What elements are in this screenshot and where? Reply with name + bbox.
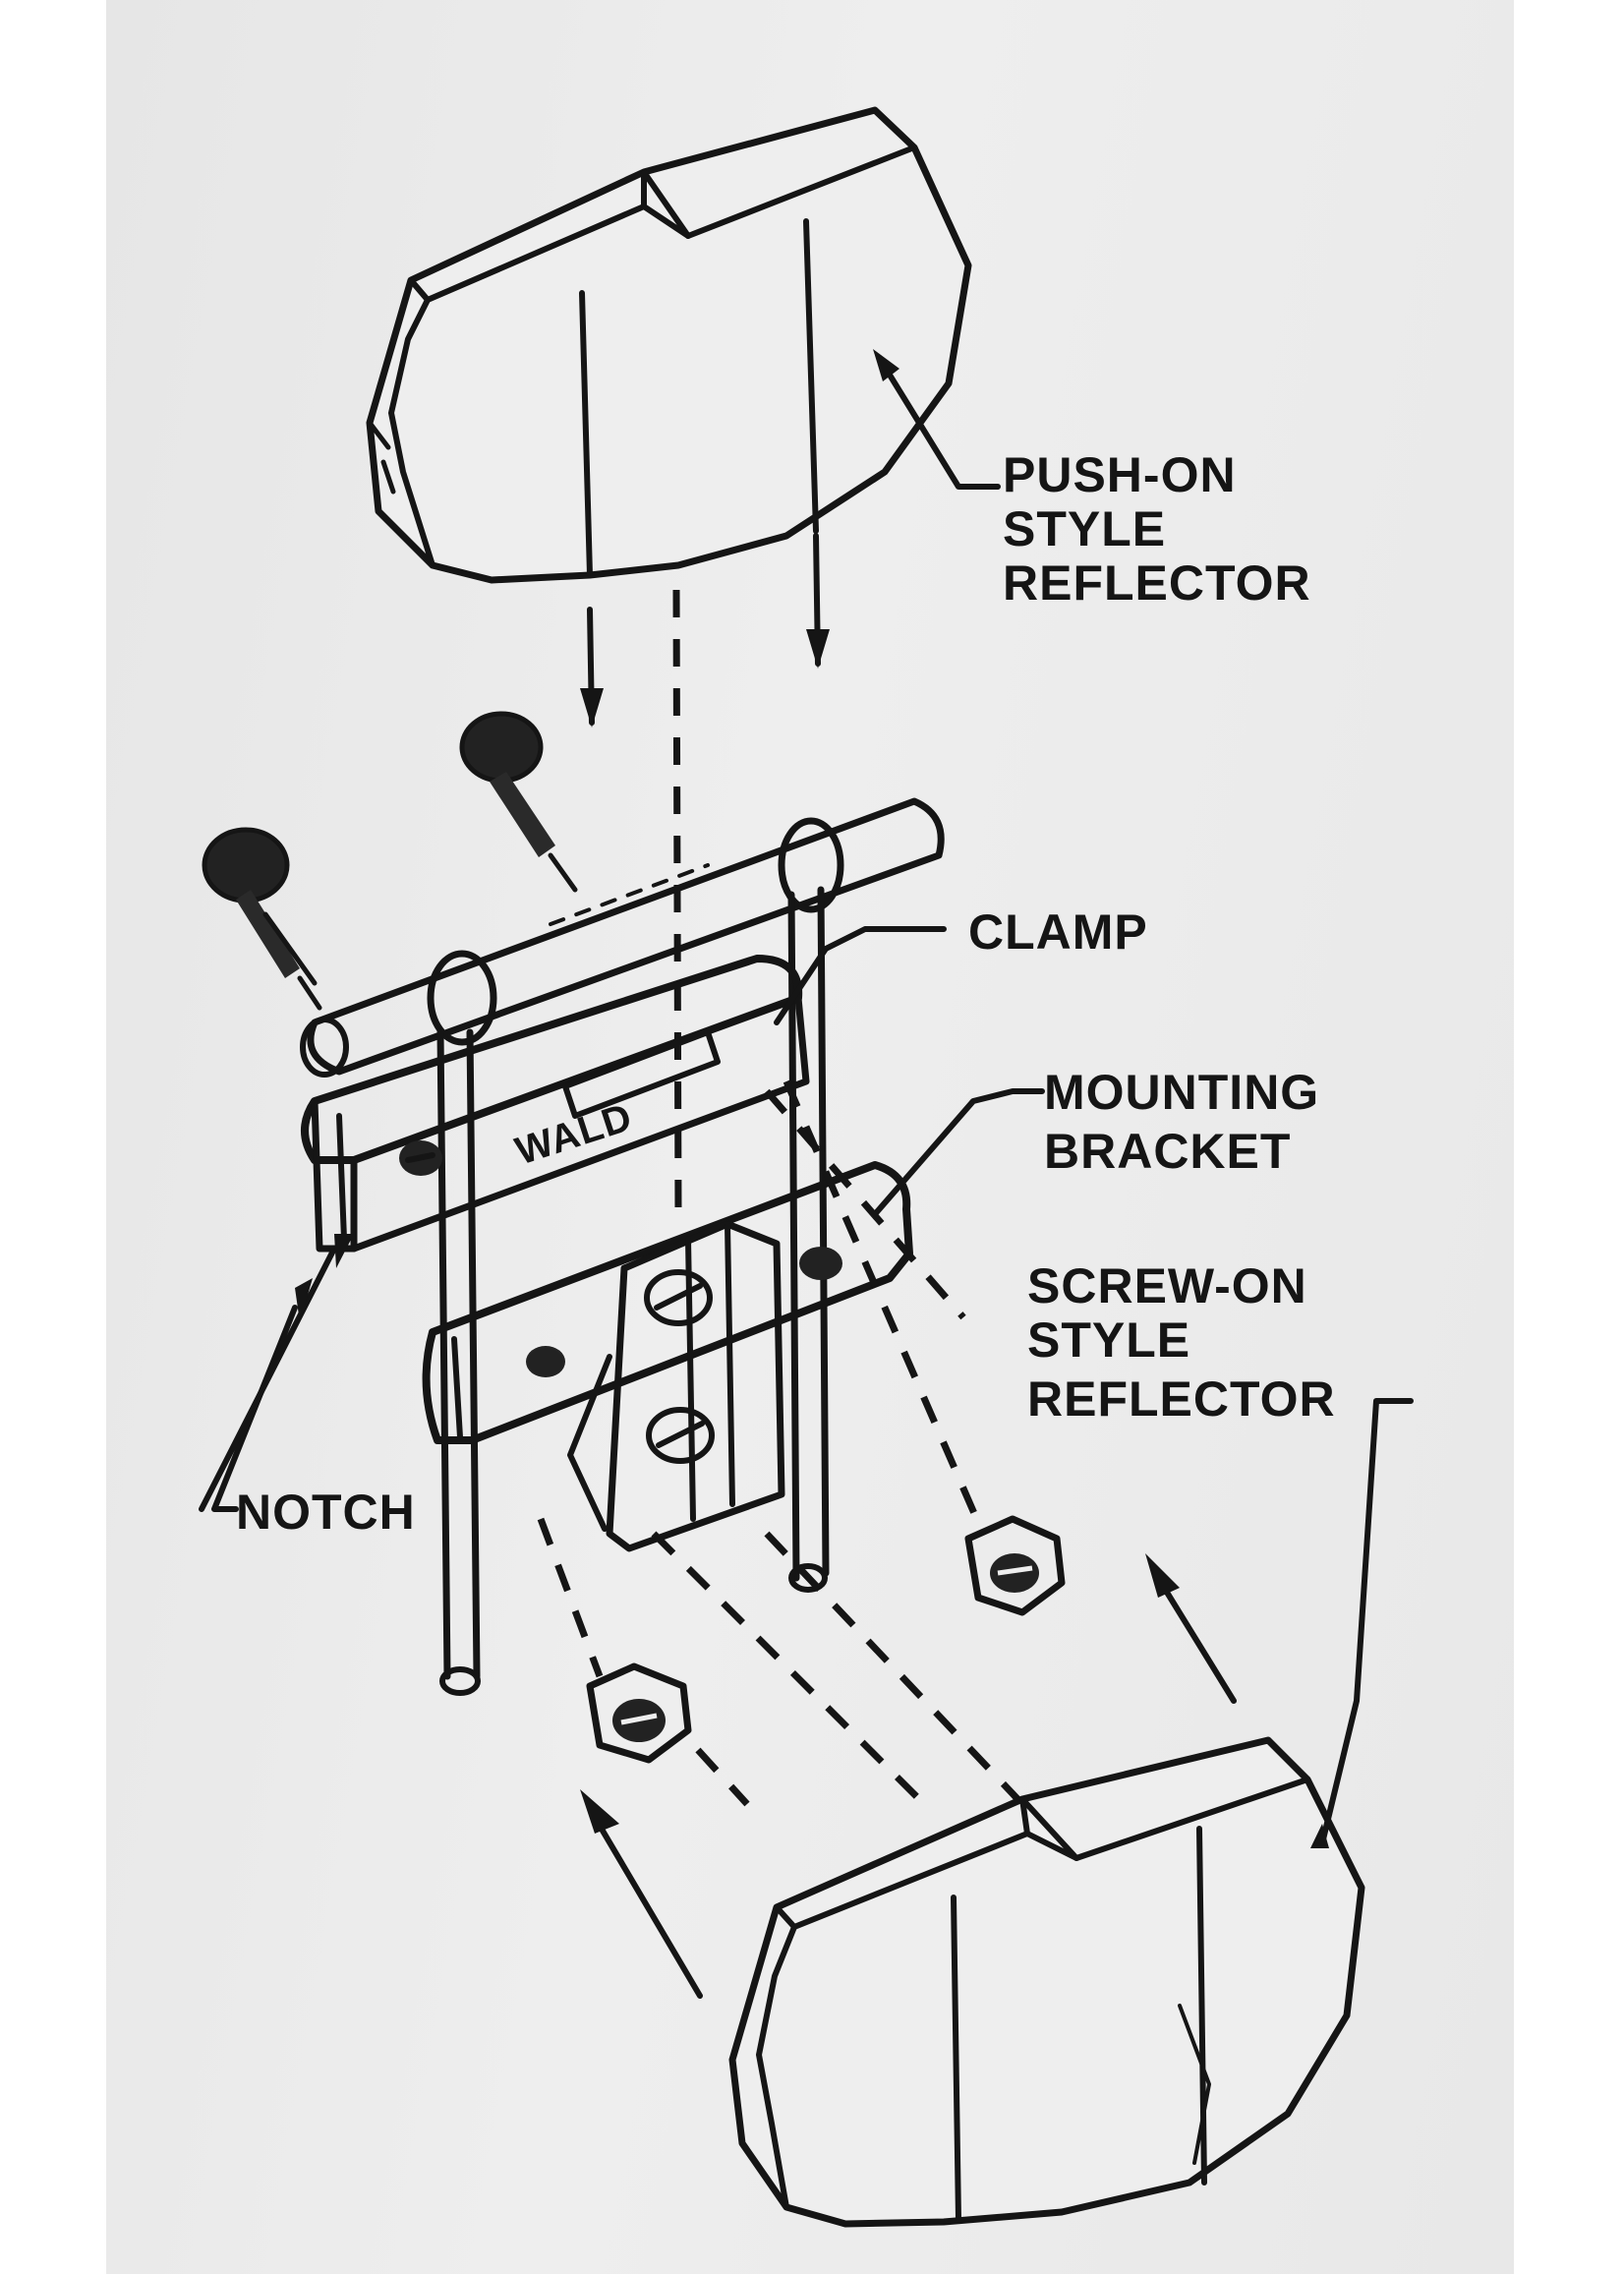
notch-leaders [199,1234,354,1512]
screw-on-label: SCREW-ON STYLE REFLECTOR [1027,1258,1336,1427]
clamp-leader [774,926,947,1025]
clamp-label: CLAMP [968,904,1148,960]
push-down-arrows [580,533,830,728]
nut-right [964,1515,1066,1616]
push-on-label-line-1: PUSH-ON [1003,447,1237,502]
support-rods [436,886,830,1696]
screw-on-label-line-3: REFLECTOR [1027,1371,1336,1427]
screw-left [202,827,322,1011]
push-up-arrows [580,1553,1237,1999]
mounting-bracket-label: MOUNTING BRACKET [1044,1065,1319,1179]
push-on-leader [877,356,1001,490]
push-on-label-line-3: REFLECTOR [1003,555,1311,611]
diagonal-dashed-lines [537,1079,1025,1807]
mounting-label-line-1: MOUNTING [1044,1065,1319,1120]
mounting-label-line-2: BRACKET [1044,1124,1291,1179]
push-on-reflector [366,106,972,584]
push-on-label: PUSH-ON STYLE REFLECTOR [1003,447,1311,611]
mounting-bracket [422,1161,913,1552]
axle-rod [300,797,945,1078]
screw-middle [459,711,578,893]
screw-on-leader [1319,1398,1414,1846]
screw-on-label-line-2: STYLE [1027,1312,1190,1368]
push-on-label-line-2: STYLE [1003,501,1166,556]
screw-on-reflector [728,1736,1365,2228]
clamp-plate [301,955,810,1253]
center-dashed-line [672,589,682,1215]
mounting-leader [872,1088,1045,1217]
screw-on-label-line-1: SCREW-ON [1027,1258,1307,1313]
nut-left [586,1662,692,1764]
notch-label: NOTCH [236,1485,416,1540]
